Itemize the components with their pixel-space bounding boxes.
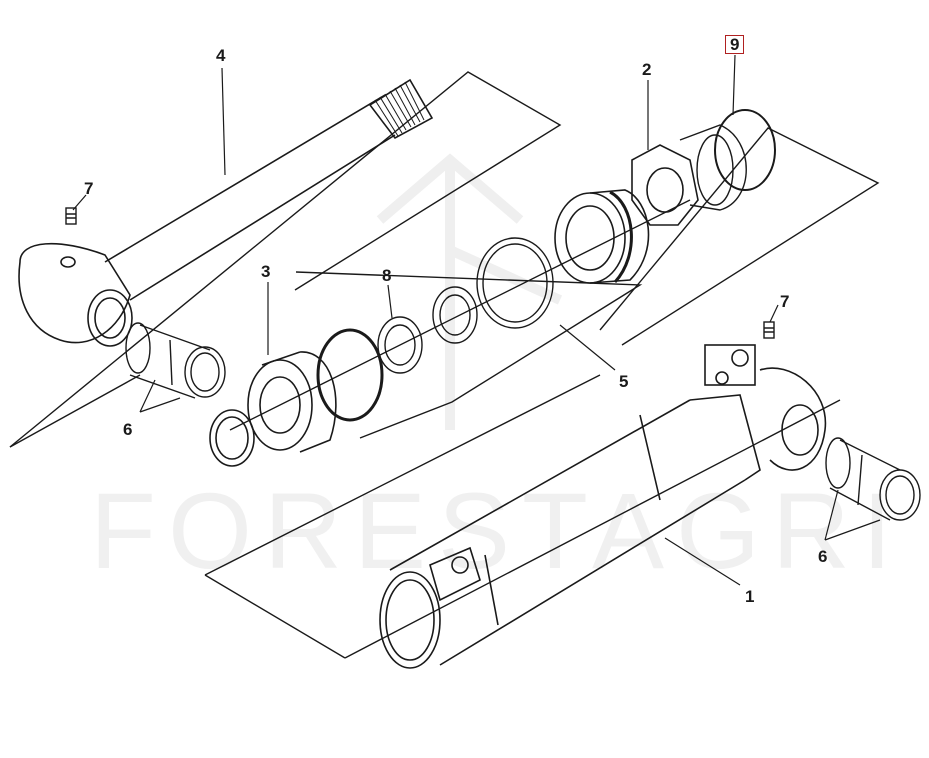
leader-1	[664, 537, 741, 586]
o-ring-large	[316, 328, 384, 422]
leader-lines	[72, 54, 881, 586]
watermark: FORESTAGRI	[90, 470, 905, 591]
rod-seal	[432, 286, 478, 344]
leader-4	[221, 67, 226, 176]
group-box-seals	[295, 271, 643, 439]
leader-6-left	[139, 379, 181, 413]
piston-rod-part-4	[18, 78, 434, 347]
grease-nipple-part-7-left	[65, 207, 77, 225]
leader-5	[559, 324, 616, 371]
group-box-rod	[9, 71, 562, 448]
grease-nipple-part-7-right	[763, 321, 775, 339]
callout-8: 8	[382, 266, 392, 285]
o-ring-part-9	[714, 109, 776, 191]
gland-part-3	[209, 351, 337, 467]
backup-ring-part-5	[476, 237, 554, 329]
callout-5: 5	[619, 372, 629, 391]
bushing-part-6-left	[125, 322, 226, 399]
wiper-ring-part-8	[377, 316, 423, 374]
leader-9	[732, 54, 736, 116]
group-box-lower	[9, 374, 141, 448]
leader-7-right	[769, 304, 779, 323]
group-box-barrel	[204, 374, 841, 659]
callout-2: 2	[642, 60, 652, 79]
callout-7-right: 7	[780, 292, 790, 311]
callout-9-highlighted: 9	[725, 35, 745, 54]
nut-part-2	[631, 144, 699, 226]
bushing-part-6-right	[825, 437, 921, 521]
callout-6-right: 6	[818, 547, 828, 566]
callout-3: 3	[261, 262, 271, 281]
callout-1: 1	[745, 587, 755, 606]
leader-6-right	[824, 489, 881, 541]
leader-7-left	[72, 194, 87, 211]
callout-7-left: 7	[84, 179, 94, 198]
leader-8	[387, 284, 393, 319]
callout-4: 4	[216, 46, 226, 65]
group-box-head	[599, 127, 880, 346]
callout-6-left: 6	[123, 420, 133, 439]
barrel-part-1	[379, 344, 827, 669]
watermark-logo	[376, 153, 563, 430]
piston-seal	[679, 124, 747, 211]
piston	[554, 189, 650, 284]
